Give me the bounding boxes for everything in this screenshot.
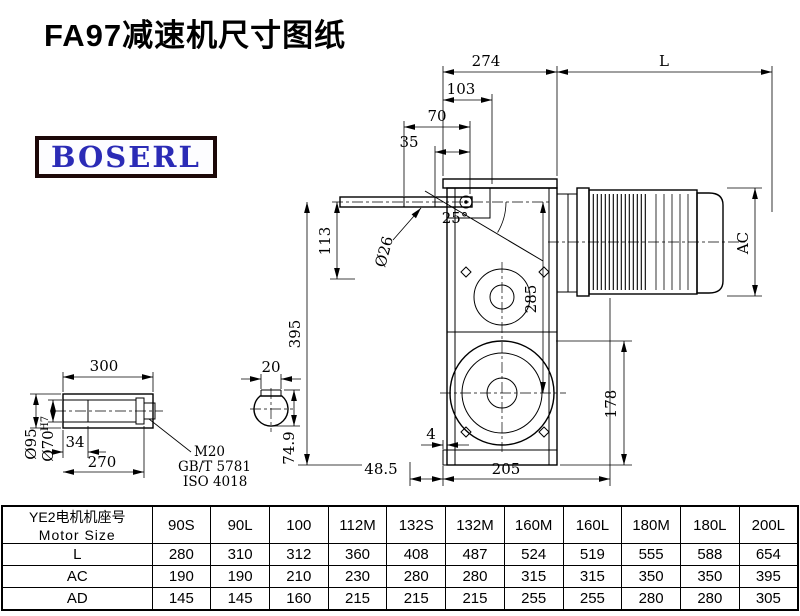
table-cell: 280	[679, 587, 740, 610]
table-cell: 190	[210, 565, 270, 588]
table-header-cell: 132M	[445, 505, 505, 544]
dim-285-label: 285	[522, 285, 540, 314]
dim-300-label: 300	[90, 357, 119, 375]
dim-205-label: 205	[492, 460, 521, 478]
dim-20-label: 20	[261, 358, 280, 376]
table-cell: 190	[151, 565, 212, 588]
dim-74-9-label: 74.9	[280, 431, 298, 464]
row-label: L	[1, 543, 153, 566]
table-cell: 487	[445, 543, 505, 566]
angle-25-label: 25°	[442, 209, 469, 227]
dia-70-tolerance: H7	[40, 416, 51, 431]
table-cell: 255	[562, 587, 623, 610]
table-cell: 350	[621, 565, 681, 588]
table-cell: 360	[327, 543, 388, 566]
table-header-cell: 132S	[386, 505, 447, 544]
table-row: AD 145 145 160 215 215 215 255 255 280 2…	[1, 587, 799, 610]
table-cell: 312	[268, 543, 329, 566]
table-cell: 280	[151, 543, 212, 566]
angle-annotation: 25°	[424, 190, 544, 262]
dia-26-label: Ø26	[371, 234, 397, 269]
table-cell: 408	[386, 543, 447, 566]
table-cell: 145	[210, 587, 270, 610]
dim-70-label: 70	[427, 107, 446, 125]
table-cell: 519	[562, 543, 623, 566]
table-cell: 280	[621, 587, 681, 610]
note-bolt-label: M20	[194, 444, 225, 460]
dimension-labels: 274 L 103 70 35 Ø26 113 395 285 AC 178 4…	[286, 52, 752, 478]
dimension-drawing: 25°	[22, 52, 773, 490]
dia-95-label: Ø95	[22, 428, 40, 459]
motor	[548, 187, 745, 297]
header-title-cn: YE2电机机座号	[29, 509, 126, 525]
table-cell: 230	[327, 565, 388, 588]
table-header-cell: 112M	[327, 505, 388, 544]
table-cell: 145	[151, 587, 212, 610]
key-section-detail: 20 74.9	[241, 358, 301, 465]
dim-113-label: 113	[316, 227, 334, 256]
table-cell: 395	[738, 565, 799, 588]
table-cell: 555	[621, 543, 681, 566]
table-cell: 524	[503, 543, 564, 566]
extension-lines	[298, 66, 773, 486]
table-header-cell: 100	[268, 505, 329, 544]
table-cell: 315	[562, 565, 623, 588]
table-row: AC 190 190 210 230 280 280 315 315 350 3…	[1, 565, 799, 588]
table-cell: 654	[738, 543, 799, 566]
table-cell: 305	[738, 587, 799, 610]
shaft-detail: 300 34 270 Ø95 Ø70 H7	[22, 357, 251, 490]
table-header-cell: 160M	[503, 505, 564, 544]
dim-395-label: 395	[286, 320, 304, 349]
table-cell: 315	[503, 565, 564, 588]
table-cell: 350	[679, 565, 740, 588]
brand-logo-box: BOSERL	[35, 136, 217, 178]
table-cell: 588	[679, 543, 740, 566]
row-label: AC	[1, 565, 153, 588]
dia-70-label: Ø70	[39, 430, 57, 461]
dim-270-label: 270	[88, 453, 117, 471]
table-header-cell: 90L	[210, 505, 270, 544]
dimension-lines	[304, 69, 772, 482]
dim-L-label: L	[659, 52, 669, 70]
table-cell: 310	[210, 543, 270, 566]
dim-178-label: 178	[602, 390, 620, 419]
dim-35-label: 35	[399, 133, 418, 151]
table-cell: 215	[327, 587, 388, 610]
dim-AC-label: AC	[734, 232, 752, 255]
table-header-cell: 200L	[738, 505, 799, 544]
dim-274-label: 274	[472, 52, 501, 70]
dim-4-label: 4	[426, 425, 436, 443]
note-gb-label: GB/T 5781	[178, 459, 251, 475]
table-header-cell: 90S	[151, 505, 212, 544]
brand-logo-text: BOSERL	[51, 140, 201, 174]
dim-48-5-label: 48.5	[364, 460, 397, 478]
header-title-en: Motor Size	[38, 527, 116, 543]
table-header-cell: 180L	[679, 505, 740, 544]
page-title: FA97减速机尺寸图纸	[44, 18, 347, 53]
table-cell: 280	[445, 565, 505, 588]
motor-fins	[592, 194, 648, 290]
table-header-row: YE2电机机座号 Motor Size 90S 90L 100 112M 132…	[1, 505, 799, 544]
table-header-motor-size: YE2电机机座号 Motor Size	[1, 505, 153, 544]
dim-34-label: 34	[65, 433, 84, 451]
note-iso-label: ISO 4018	[183, 474, 247, 490]
table-cell: 280	[386, 565, 447, 588]
table-cell: 210	[268, 565, 329, 588]
table-cell: 215	[445, 587, 505, 610]
table-cell: 160	[268, 587, 329, 610]
input-shaft	[332, 195, 552, 209]
dim-103-label: 103	[447, 80, 476, 98]
motor-size-table: YE2电机机座号 Motor Size 90S 90L 100 112M 132…	[1, 505, 799, 611]
output-bore	[440, 262, 566, 452]
table-header-cell: 180M	[621, 505, 681, 544]
table-cell: 215	[386, 587, 447, 610]
table-header-cell: 160L	[562, 505, 623, 544]
table-cell: 255	[503, 587, 564, 610]
row-label: AD	[1, 587, 153, 610]
table-row: L 280 310 312 360 408 487 524 519 555 58…	[1, 543, 799, 566]
